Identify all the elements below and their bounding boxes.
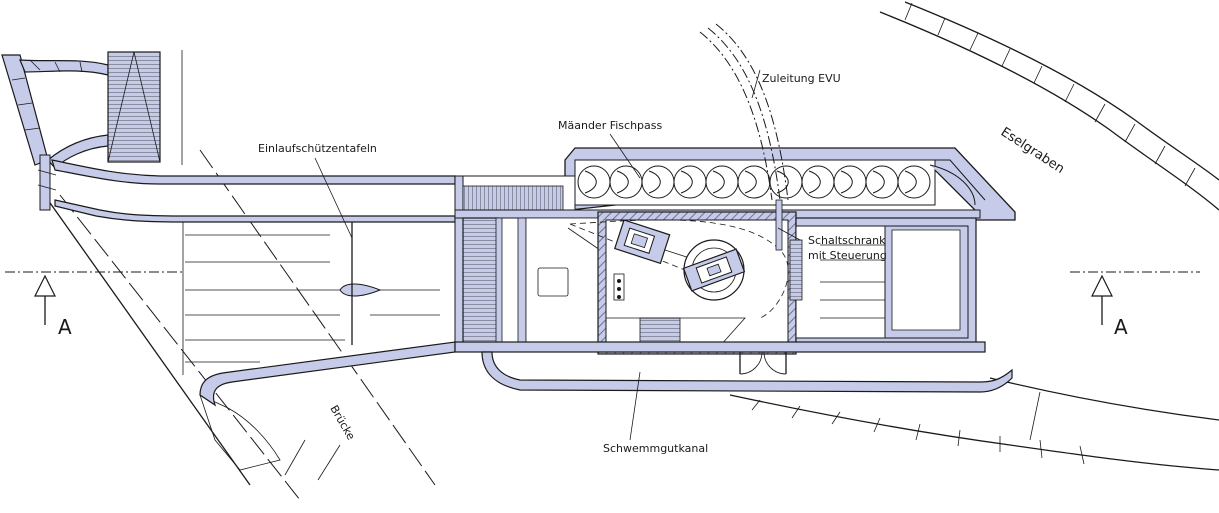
- upper-stairs: [107, 50, 183, 165]
- fishpass-baffle: [776, 170, 789, 194]
- section-marker-left: A: [5, 271, 185, 339]
- fishpass-baffle: [648, 170, 661, 194]
- left-stone-wall: [1, 54, 109, 169]
- outlet-channel: [775, 199, 977, 347]
- double-door-icon: [739, 351, 787, 375]
- fishpass-basin: [577, 165, 611, 199]
- label-eselgraben: Eselgraben: [998, 125, 1067, 177]
- label-steuerung: mit Steuerung: [808, 249, 887, 262]
- fishpass-baffle: [744, 170, 757, 194]
- label-einlaufschuetzentafeln: Einlaufschützentafeln: [258, 142, 377, 155]
- fishpass-baffle: [584, 170, 597, 194]
- section-label-right: A: [1114, 315, 1128, 339]
- fishpass-basin: [865, 165, 899, 199]
- fish-pass-meander: [564, 147, 1016, 221]
- fishpass-basin: [641, 165, 675, 199]
- label-zuleitung-evu: Zuleitung EVU: [762, 72, 841, 85]
- fishpass-baffle: [808, 170, 821, 194]
- fishpass-basin: [897, 165, 931, 199]
- evu-supply-line: [699, 23, 789, 201]
- fishpass-basin: [801, 165, 835, 199]
- label-schaltschrank: Schaltschrank: [808, 234, 886, 247]
- label-maeander-fischpass: Mäander Fischpass: [558, 119, 663, 132]
- fishpass-baffle: [872, 170, 885, 194]
- left-gate-post: [37, 154, 57, 211]
- fishpass-baffle: [680, 170, 693, 194]
- fishpass-basin: [833, 165, 867, 199]
- turbine-icon: [682, 239, 746, 301]
- label-schwemmgutkanal: Schwemmgutkanal: [603, 442, 708, 455]
- leader-lines: [314, 69, 801, 441]
- fishpass-basin: [609, 165, 643, 199]
- fishpass-basin: [705, 165, 739, 199]
- eselgraben-embankment: [879, 1, 1219, 211]
- turbine-hall: [569, 211, 797, 355]
- intake-channel: [51, 159, 464, 407]
- fishpass-basin: [737, 165, 771, 199]
- section-label-left: A: [58, 315, 72, 339]
- debris-channel: [454, 341, 1013, 393]
- label-bruecke: Brücke: [327, 403, 357, 442]
- lower-embankment: [729, 377, 1219, 471]
- fishpass-baffle: [840, 170, 853, 194]
- control-room-left: [525, 217, 601, 345]
- section-arrow-icon: [1091, 274, 1113, 297]
- powerhouse-stairs: [462, 217, 527, 347]
- section-arrow-icon: [34, 274, 56, 297]
- fishpass-basin: [673, 165, 707, 199]
- generator-unit: [613, 219, 671, 265]
- fishpass-baffle: [904, 170, 917, 194]
- fishpass-baffle: [616, 170, 629, 194]
- fishpass-baffle: [712, 170, 725, 194]
- section-marker-right: A: [1070, 271, 1200, 339]
- bridge-lines: [47, 149, 436, 501]
